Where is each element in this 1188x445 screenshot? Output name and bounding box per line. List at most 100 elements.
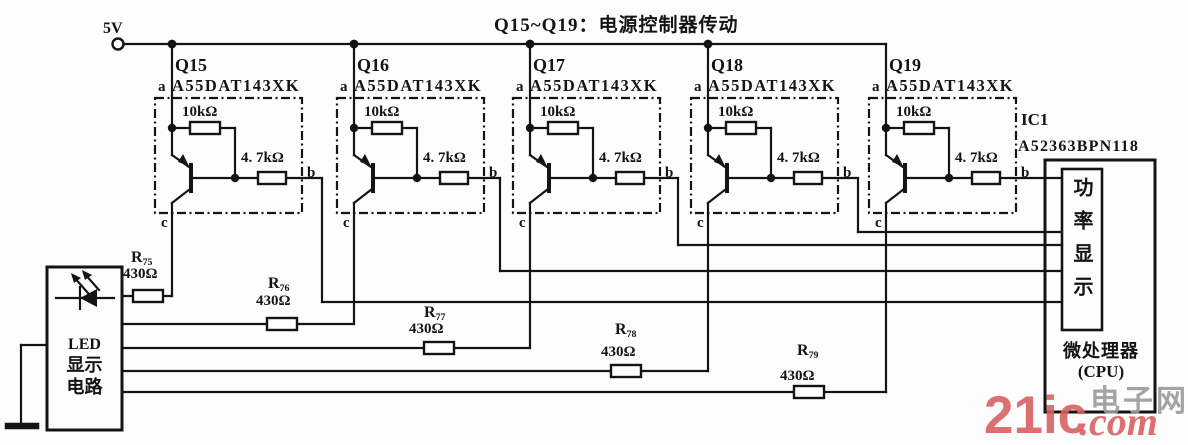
ic-outline [1043, 158, 1157, 414]
schematic-title: Q15~Q19：电源控制器传动 [494, 15, 739, 36]
watermark-site-text: 电子网 [1090, 385, 1188, 418]
series-resistor-label: 4. 7kΩ [777, 150, 820, 166]
pin-b-label: b [843, 165, 852, 181]
transistor-block-q16 [120, 39, 1064, 332]
junction-dot [349, 123, 359, 133]
pin-a-label: a [694, 79, 702, 95]
base-resistor-label: 10kΩ [718, 104, 754, 120]
junction-dot [766, 173, 776, 183]
resistor-ref-r79: R79 [797, 343, 818, 361]
resistor-value-r78: 430Ω [601, 344, 636, 360]
transistor-name: Q19 [889, 55, 922, 75]
transistor-block-q18 [120, 39, 1064, 379]
resistor-ref-letter: R [424, 304, 436, 321]
pin-a-label: a [158, 79, 166, 95]
package-outline [335, 96, 486, 215]
pnp-transistor-icon [360, 154, 371, 166]
transistor-name: Q17 [533, 55, 566, 75]
led-block-label-2: 显示 [66, 355, 103, 375]
transistor-part: A55DAT143XK [172, 76, 301, 95]
pin-c-label: c [519, 215, 526, 231]
resistor-ref-subscript: 77 [435, 311, 446, 323]
series-resistor-label: 4. 7kΩ [423, 150, 466, 166]
resistor-body-10k [370, 120, 404, 136]
resistor-ref-letter: R [797, 342, 809, 359]
ic-power-display-label: 功率显示 [1070, 177, 1092, 309]
junction-dot [525, 123, 535, 133]
pin-b-label: b [489, 165, 498, 181]
junction-dot [230, 173, 240, 183]
resistor-value-r75: 430Ω [123, 266, 158, 282]
transistor-part: A55DAT143XK [354, 76, 483, 95]
pin-c-label: c [161, 215, 168, 231]
resistor-ref-r75: R75 [131, 250, 152, 268]
resistor-body-10k [902, 120, 936, 136]
transistor-name: Q15 [175, 55, 208, 75]
package-outline [867, 96, 1018, 215]
transistor-block-q19 [120, 42, 1064, 400]
ic-block [1043, 158, 1157, 414]
base-resistor-label: 10kΩ [540, 104, 576, 120]
pnp-transistor-icon [178, 154, 189, 166]
resistor-body-4k7 [256, 170, 288, 186]
base-resistor-label: 10kΩ [364, 104, 400, 120]
pnp-transistor-icon [892, 154, 903, 166]
pin-a-label: a [872, 79, 880, 95]
series-resistor-label: 4. 7kΩ [599, 150, 642, 166]
resistor-ref-subscript: 76 [279, 282, 290, 294]
pin-b-label: b [307, 165, 316, 181]
resistor-body-4k7 [792, 170, 824, 186]
package-outline [689, 96, 840, 215]
pnp-transistor-icon [714, 154, 725, 166]
resistor-ref-r77: R77 [424, 305, 445, 323]
power-display-outline [1060, 167, 1104, 332]
series-resistor-label: 4. 7kΩ [241, 150, 284, 166]
led-block-label-1: LED [68, 336, 101, 353]
junction-dot [349, 39, 359, 49]
power-terminal-icon [111, 37, 125, 51]
pin-a-label: a [340, 79, 348, 95]
resistor-body-r79 [792, 384, 826, 400]
junction-dot [881, 123, 891, 133]
resistor-ref-subscript: 79 [808, 349, 819, 361]
resistor-ref-letter: R [615, 321, 627, 338]
resistor-body-4k7 [614, 170, 646, 186]
transistor-part: A55DAT143XK [886, 76, 1015, 95]
resistor-value-r79: 430Ω [780, 368, 815, 384]
ic-cpu-label-2: (CPU) [1077, 362, 1125, 381]
resistor-ref-r76: R76 [268, 276, 289, 294]
resistor-ref-subscript: 75 [142, 256, 153, 268]
pin-b-label: b [665, 165, 674, 181]
junction-dot [412, 173, 422, 183]
pin-b-label: b [1021, 165, 1030, 181]
resistor-body-r75 [131, 288, 165, 304]
resistor-value-r77: 430Ω [409, 321, 444, 337]
pnp-transistor-icon [536, 154, 547, 166]
ground-icon [4, 343, 49, 430]
resistor-ref-letter: R [268, 275, 280, 292]
led-icon [54, 270, 116, 311]
resistor-ref-subscript: 78 [626, 328, 637, 340]
pin-a-label: a [516, 79, 524, 95]
junction-dot [703, 123, 713, 133]
transistor-part: A55DAT143XK [530, 76, 659, 95]
led-block-label-3: 电路 [66, 377, 103, 397]
transistor-name: Q18 [711, 55, 744, 75]
resistor-body-r76 [265, 316, 299, 332]
package-outline [153, 96, 304, 215]
transistor-name: Q16 [357, 55, 390, 75]
resistor-body-4k7 [970, 170, 1002, 186]
junction-dot [703, 39, 713, 49]
junction-dot [944, 173, 954, 183]
series-resistor-label: 4. 7kΩ [955, 150, 998, 166]
pin-c-label: c [697, 215, 704, 231]
pin-c-label: c [343, 215, 350, 231]
resistor-body-10k [724, 120, 758, 136]
junction-dot [167, 39, 177, 49]
resistor-body-10k [188, 120, 222, 136]
pin-c-label: c [875, 215, 882, 231]
transistor-part: A55DAT143XK [708, 76, 837, 95]
power-rail [111, 37, 888, 51]
